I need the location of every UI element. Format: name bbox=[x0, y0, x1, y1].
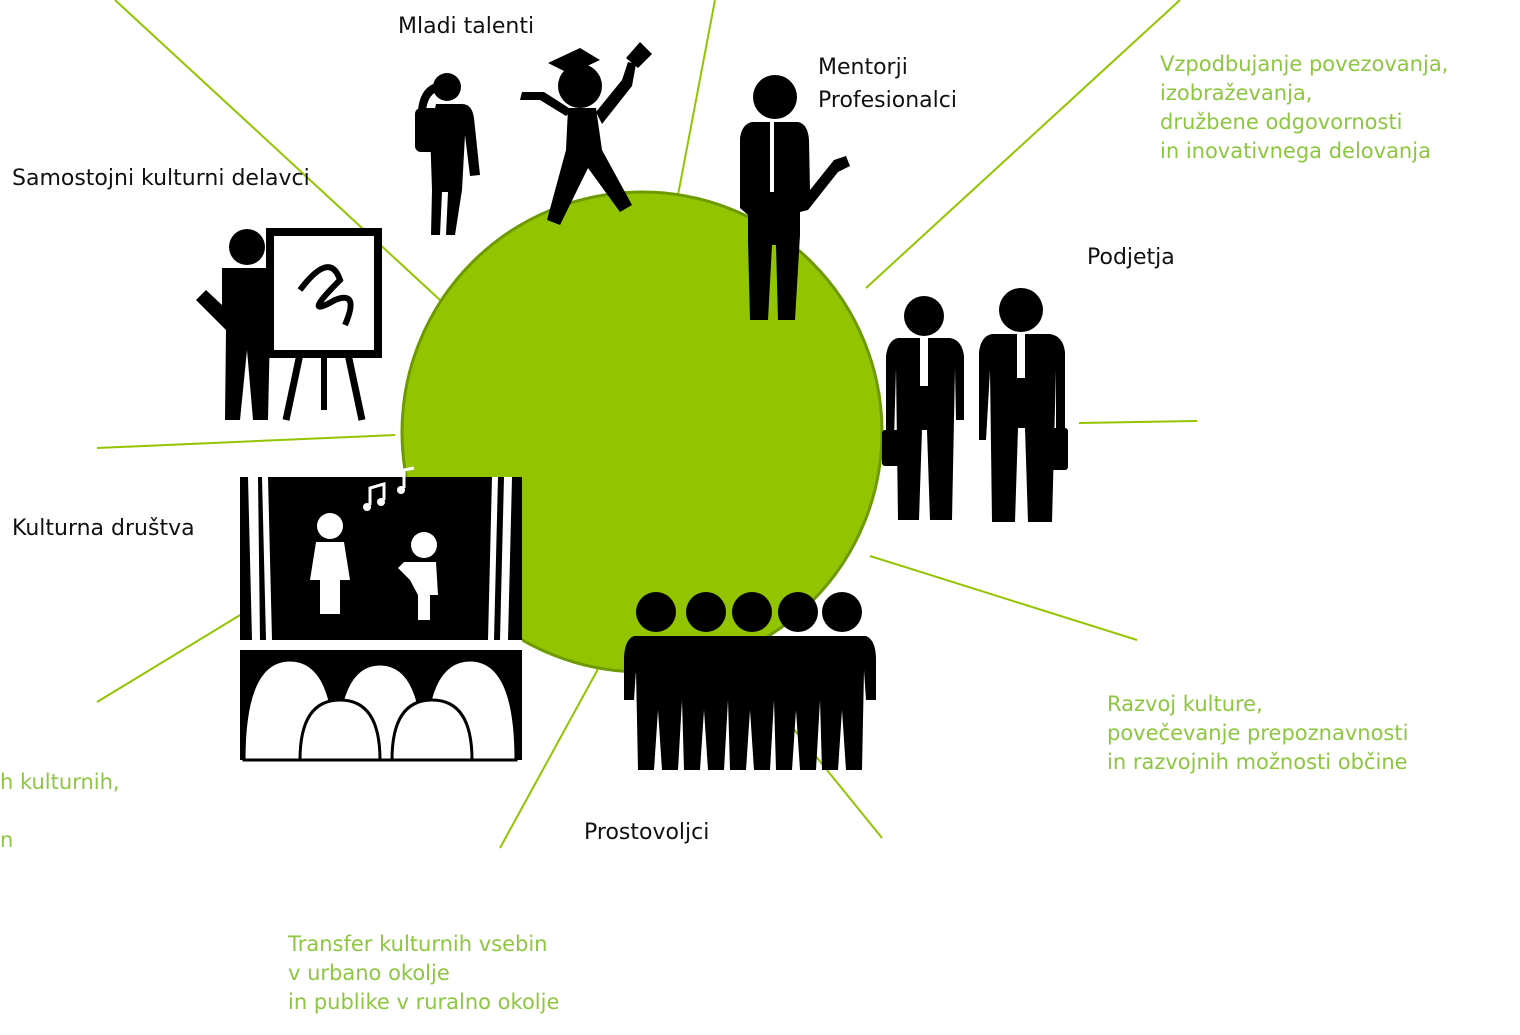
goal-transfer: Transfer kulturnih vsebin v urbano okolj… bbox=[288, 932, 560, 1014]
goal-razvoj: Razvoj kulture, povečevanje prepoznavnos… bbox=[1107, 692, 1409, 774]
label-profesionalci: Profesionalci bbox=[818, 88, 957, 113]
volunteers-group-icon bbox=[624, 592, 876, 770]
business-people-icon bbox=[882, 288, 1068, 522]
label-podjetja: Podjetja bbox=[1087, 245, 1175, 270]
painter-easel-icon bbox=[196, 228, 382, 421]
connector-lines bbox=[96, 0, 1198, 849]
goal-clipped: h kulturnih, n bbox=[0, 770, 120, 852]
label-kulturna-drustva: Kulturna društva bbox=[12, 516, 195, 541]
label-mladi-talenti: Mladi talenti bbox=[398, 14, 535, 39]
theater-stage-icon bbox=[240, 466, 522, 762]
girl-student-icon bbox=[415, 73, 480, 235]
label-samostojni: Samostojni kulturni delavci bbox=[12, 166, 310, 191]
graduate-jumping-icon bbox=[520, 42, 652, 225]
goal-povezovanje: Vzpodbujanje povezovanja, izobraževanja,… bbox=[1160, 52, 1449, 163]
label-prostovoljci: Prostovoljci bbox=[584, 820, 710, 845]
mentor-pointing-icon bbox=[740, 75, 850, 320]
label-mentorji: Mentorji bbox=[818, 55, 908, 80]
